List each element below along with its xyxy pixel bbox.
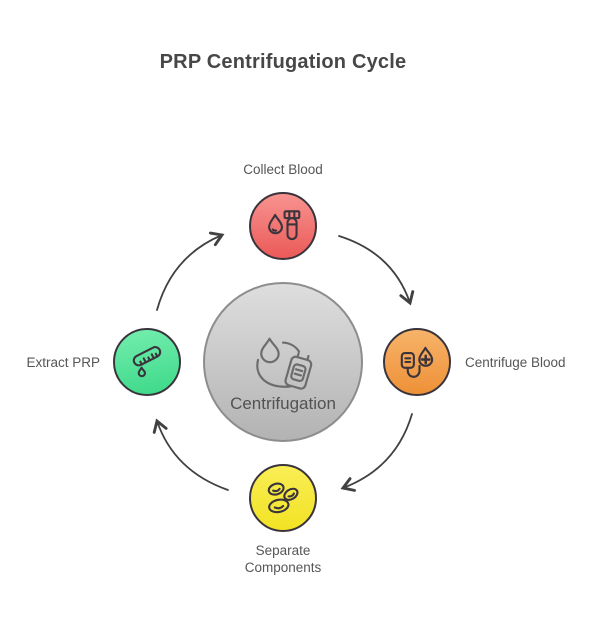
test-tube-glyph — [283, 210, 301, 241]
step-node-extract-prp — [113, 328, 181, 396]
test-tube-glyph — [132, 346, 162, 367]
blood-drop-and-test-tube-icon — [268, 210, 301, 241]
cycle-arc-top — [281, 341, 301, 353]
drop-glyph — [260, 337, 280, 364]
drip-drop-glyph — [137, 366, 147, 378]
diagram-title: PRP Centrifugation Cycle — [159, 51, 407, 73]
blood-cell-glyph — [267, 482, 285, 496]
arrow-collect-to-centrifuge — [338, 235, 415, 306]
blood-bag-and-medical-drop-icon — [400, 346, 434, 378]
arrow-extract-to-collect — [156, 231, 225, 311]
step-node-separate-components — [249, 464, 317, 532]
blood-cell-glyph — [268, 498, 290, 514]
centrifugation-cycle-icon — [256, 337, 313, 390]
tilted-test-tube-drip-icon — [132, 346, 162, 378]
step-label-extract-prp: Extract PRP — [26, 355, 100, 370]
medical-drop-glyph — [418, 346, 434, 367]
center-node-label: Centrifugation — [230, 394, 336, 413]
step-label-collect-blood: Collect Blood — [243, 162, 323, 177]
arrow-separate-to-extract — [152, 418, 229, 491]
blood-drop-glyph — [268, 213, 283, 235]
tube-glyph — [406, 364, 421, 378]
cross-glyph — [420, 354, 431, 365]
step-label-centrifuge-blood: Centrifuge Blood — [465, 355, 566, 370]
blood-cells-icon — [267, 482, 299, 514]
blood-bag-glyph — [400, 352, 415, 369]
center-node-centrifugation: Centrifugation — [203, 282, 363, 442]
arrow-centrifuge-to-separate — [340, 413, 413, 492]
blood-cell-glyph — [283, 487, 299, 501]
step-node-collect-blood — [249, 192, 317, 260]
step-label-separate-components: Separate Components — [244, 543, 322, 575]
step-node-centrifuge-blood — [383, 328, 451, 396]
cycle-arc-bottom — [256, 358, 292, 388]
blood-bag-glyph — [284, 352, 313, 390]
